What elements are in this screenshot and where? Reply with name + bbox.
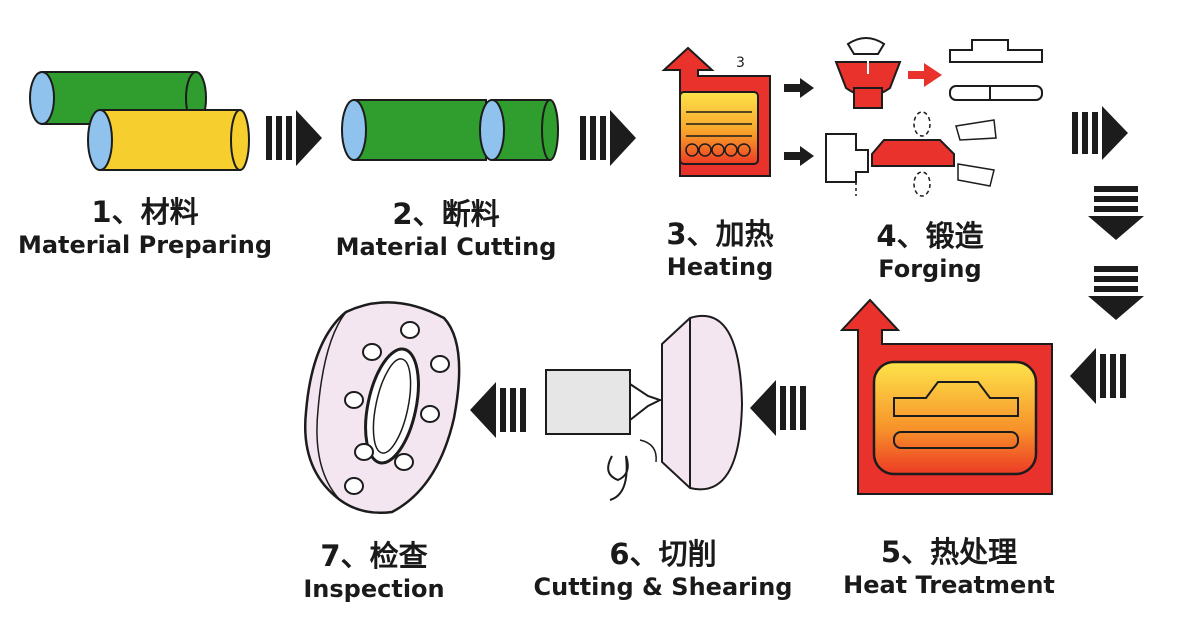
step-7-title-cn: 7、检查 [320,539,428,573]
forging-die-icon [825,111,997,197]
step-4-label: 4、锻造 Forging [850,218,1010,284]
furnace-output-arrows [784,78,814,166]
yellow-bar [87,109,250,171]
heating-furnace-icon [661,46,771,177]
flow-arrow-down-1 [1088,186,1144,240]
step-7-label: 7、检查 Inspection [286,538,462,604]
flow-arrow-right-3 [1072,106,1128,160]
step-2-title-en: Material Cutting [335,233,557,261]
step-6-title-en: Cutting & Shearing [533,573,793,601]
flow-arrow-down-2 [1088,266,1144,320]
flow-arrow-right-1 [266,110,322,166]
step-5-label: 5、热处理 Heat Treatment [826,534,1072,600]
red-arrow [908,63,942,87]
step-1-title-en: Material Preparing [17,231,273,259]
step-1-title-cn: 1、材料 [91,195,199,229]
step-6-title-cn: 6、切削 [609,537,717,571]
step-6-label: 6、切削 Cutting & Shearing [518,536,808,602]
step-5-title-en: Heat Treatment [843,571,1055,599]
step-4-title-en: Forging [878,255,982,283]
heat-treatment-furnace-icon [839,298,1053,495]
cutting-machine-icon [545,314,744,501]
flow-arrows [266,106,1144,438]
step-3-title-cn: 3、加热 [666,217,774,251]
flange-icon [304,301,461,514]
flow-arrow-right-2 [580,110,636,166]
step-4-title-cn: 4、锻造 [876,219,984,253]
step-1-label: 1、材料 Material Preparing [10,194,280,260]
step-7-title-en: Inspection [303,575,445,603]
step-2-title-cn: 2、断料 [392,197,500,231]
step-3-label: 3、加热 Heating [640,216,800,282]
step-3-title-en: Heating [666,253,774,281]
flow-arrow-left-2 [750,380,806,436]
cut-bars-icon [341,99,559,161]
step-2-label: 2、断料 Material Cutting [326,196,566,262]
forged-blank-icon [949,39,1043,101]
flow-arrow-left-1 [1070,348,1126,404]
step-5-title-cn: 5、热处理 [880,535,1018,569]
flow-arrow-left-3 [470,382,526,438]
material-bars-icon [29,71,250,171]
furnace-number: 3 [736,55,745,71]
forging-press-icon [834,37,902,109]
